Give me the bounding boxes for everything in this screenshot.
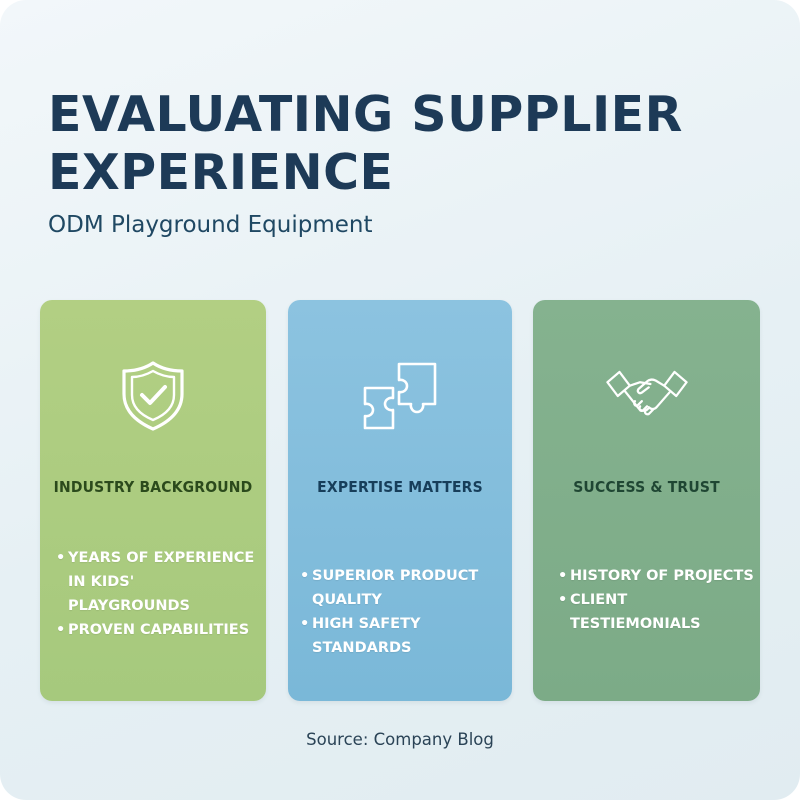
list-item: HISTORY OF PROJECTS (558, 564, 754, 588)
list-item: PROVEN CAPABILITIES (56, 618, 256, 642)
card-title: EXPERTISE MATTERS (317, 478, 483, 496)
list-item: CLIENT TESTIEMONIALS (558, 588, 754, 636)
card-bullet-list: YEARS OF EXPERIENCE IN KIDS' PLAYGROUNDS… (56, 546, 256, 642)
card-industry-background: INDUSTRY BACKGROUND YEARS OF EXPERIENCE … (40, 300, 266, 701)
source-caption: Source: Company Blog (306, 730, 494, 749)
title-line-2: EXPERIENCE (48, 144, 394, 201)
list-item: HIGH SAFETY STANDARDS (300, 612, 506, 660)
card-title: INDUSTRY BACKGROUND (53, 478, 253, 496)
card-title: SUCCESS & TRUST (573, 478, 720, 496)
handshake-icon (604, 358, 690, 434)
card-success-trust: SUCCESS & TRUST HISTORY OF PROJECTS CLIE… (533, 300, 760, 701)
card-bullet-list: HISTORY OF PROJECTS CLIENT TESTIEMONIALS (558, 564, 754, 636)
puzzle-icon (357, 358, 443, 434)
page-title: EVALUATING SUPPLIER EXPERIENCE (48, 86, 688, 202)
shield-check-icon (110, 358, 196, 434)
card-bullet-list: SUPERIOR PRODUCT QUALITY HIGH SAFETY STA… (300, 564, 506, 660)
list-item: YEARS OF EXPERIENCE IN KIDS' PLAYGROUNDS (56, 546, 256, 618)
card-expertise-matters: EXPERTISE MATTERS SUPERIOR PRODUCT QUALI… (288, 300, 512, 701)
list-item: SUPERIOR PRODUCT QUALITY (300, 564, 506, 612)
page-subtitle: ODM Playground Equipment (48, 212, 373, 238)
title-line-1: EVALUATING SUPPLIER (48, 86, 683, 143)
